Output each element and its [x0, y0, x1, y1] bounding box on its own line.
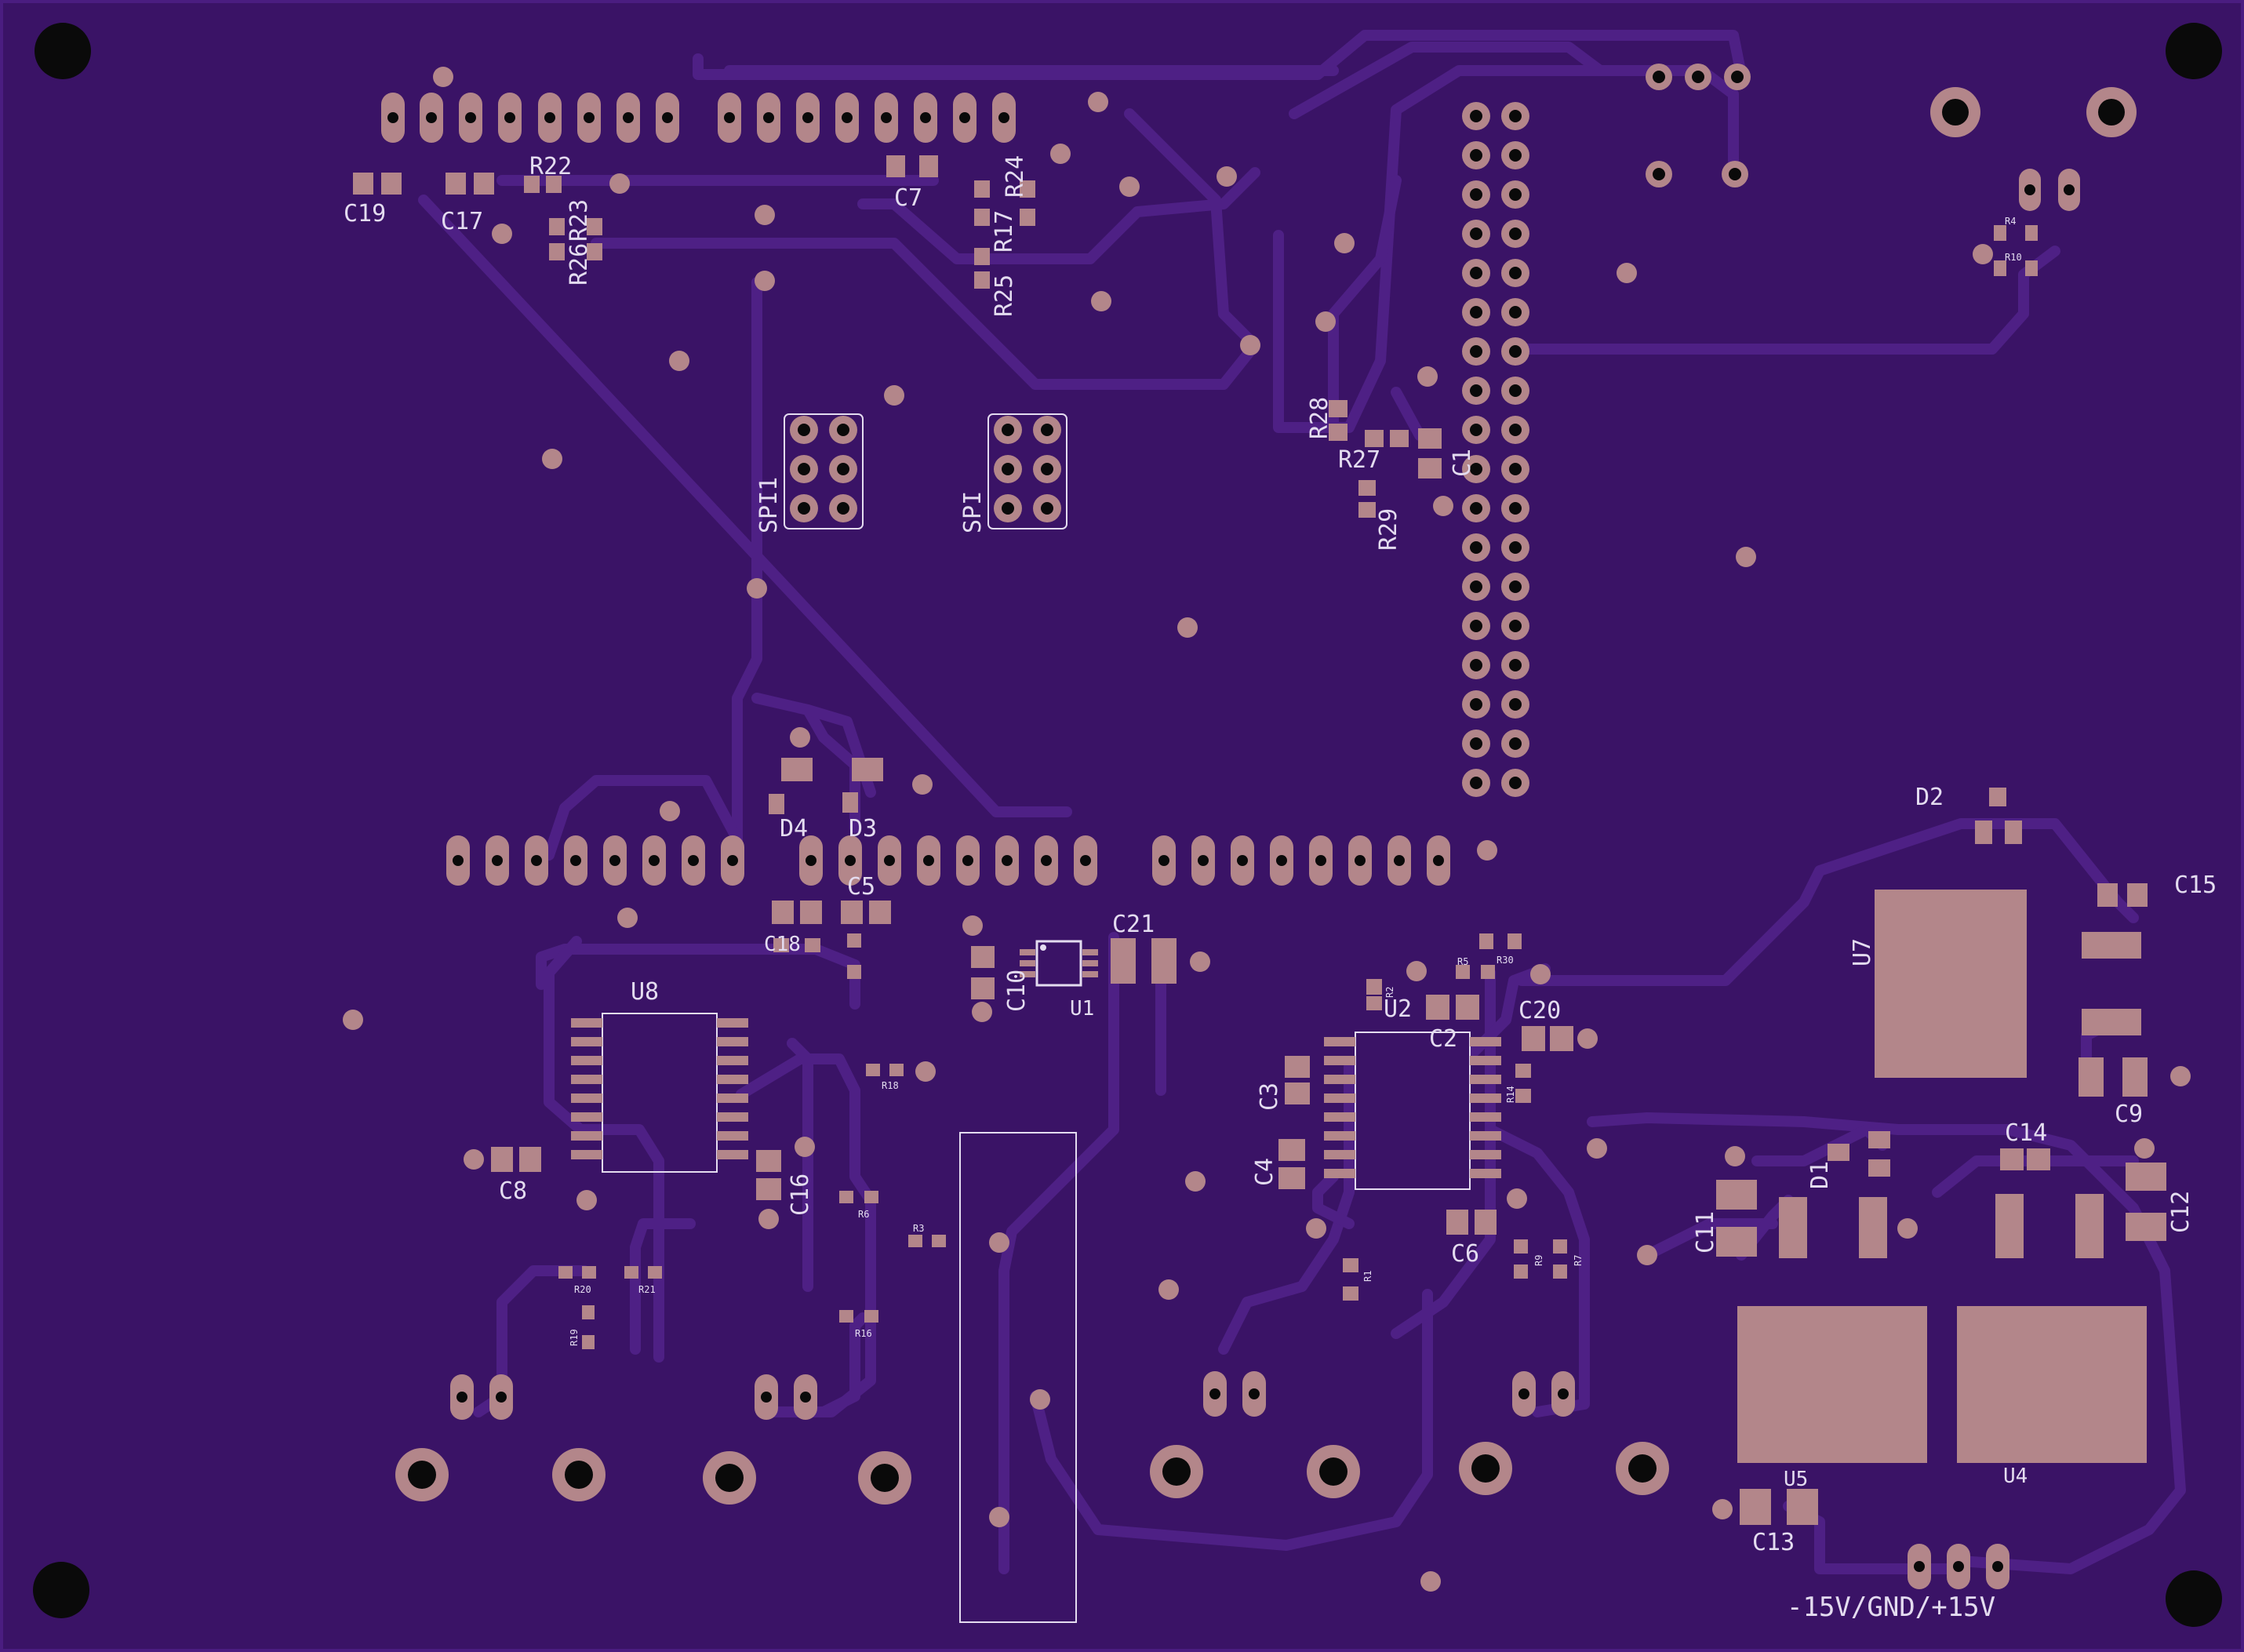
- label-d3: D3: [849, 815, 877, 842]
- label-u2: U2: [1384, 995, 1412, 1023]
- smd-pads: [353, 155, 2166, 1525]
- label-r17: R17: [991, 210, 1018, 253]
- label-power: -15V/GND/+15V: [1787, 1592, 1995, 1623]
- u5-pad: [1737, 1306, 1927, 1463]
- label-r16: R16: [855, 1328, 872, 1339]
- mounting-hole-tr: [2166, 23, 2222, 79]
- label-c18: C18: [764, 933, 801, 956]
- label-r29: R29: [1375, 508, 1402, 551]
- label-spi: SPI: [959, 491, 987, 533]
- power-modules: [1737, 890, 2147, 1463]
- label-c21: C21: [1112, 911, 1155, 938]
- label-c7: C7: [894, 184, 922, 212]
- label-r28: R28: [1306, 397, 1333, 439]
- label-c11: C11: [1692, 1211, 1719, 1254]
- label-d2: D2: [1915, 784, 1944, 811]
- mounting-hole-bl: [33, 1562, 89, 1618]
- mounting-hole-br: [2166, 1570, 2222, 1627]
- label-r4: R4: [2005, 216, 2016, 227]
- label-r3: R3: [913, 1223, 924, 1234]
- mounting-hole-tl: [35, 23, 91, 79]
- label-r22: R22: [529, 153, 572, 180]
- label-r18: R18: [882, 1080, 899, 1091]
- label-r25: R25: [991, 275, 1018, 317]
- label-u1: U1: [1070, 997, 1094, 1021]
- label-r9: R9: [1533, 1255, 1544, 1266]
- label-c12: C12: [2167, 1191, 2195, 1233]
- label-c20: C20: [1518, 997, 1561, 1024]
- header-2x18: [1462, 102, 1529, 797]
- u7-pad: [1875, 890, 2027, 1078]
- label-c1: C1: [1449, 449, 1476, 477]
- label-d1: D1: [1806, 1161, 1834, 1189]
- label-c19: C19: [344, 200, 386, 227]
- label-c13: C13: [1752, 1529, 1795, 1556]
- label-r19: R19: [569, 1329, 580, 1346]
- label-r20: R20: [574, 1284, 591, 1295]
- label-r5: R5: [1457, 956, 1468, 967]
- label-c6: C6: [1451, 1240, 1479, 1268]
- label-c9: C9: [2115, 1101, 2143, 1128]
- label-r6: R6: [858, 1209, 869, 1220]
- connector-3pin-top: [1646, 64, 2137, 211]
- label-r7: R7: [1573, 1255, 1584, 1266]
- label-r24: R24: [1002, 155, 1029, 198]
- ic-u8: [571, 1013, 748, 1173]
- silkscreen-labels: R22 C19 C17 R23 R26 C7 R24 R17 R25 SPI1 …: [344, 153, 2217, 1623]
- mounting-holes: [33, 23, 2222, 1627]
- relay-outline: [959, 1132, 1077, 1623]
- label-d4: D4: [780, 815, 808, 842]
- label-r26: R26: [566, 243, 593, 286]
- label-r10: R10: [2005, 252, 2022, 263]
- label-c5: C5: [847, 873, 875, 901]
- label-r30: R30: [1497, 955, 1514, 966]
- label-r21: R21: [638, 1284, 656, 1295]
- label-u5: U5: [1784, 1468, 1808, 1491]
- label-c14: C14: [2005, 1119, 2047, 1147]
- label-c17: C17: [441, 208, 483, 235]
- label-r1: R1: [1362, 1271, 1373, 1282]
- label-u8: U8: [631, 978, 659, 1006]
- terminals: [395, 1442, 1669, 1505]
- ic-u1: [1020, 940, 1098, 987]
- label-c16: C16: [787, 1174, 814, 1216]
- vias: [343, 67, 2191, 1592]
- label-c15: C15: [2174, 871, 2217, 899]
- label-c4: C4: [1251, 1158, 1278, 1186]
- label-c10: C10: [1003, 970, 1031, 1012]
- label-r23: R23: [566, 199, 593, 242]
- u4-pad: [1957, 1306, 2147, 1463]
- label-spi1: SPI1: [755, 477, 783, 533]
- label-r2: R2: [1384, 987, 1395, 998]
- spi-header: [987, 413, 1067, 529]
- label-u7: U7: [1849, 938, 1876, 966]
- label-c2: C2: [1429, 1025, 1457, 1053]
- label-u4: U4: [2003, 1465, 2028, 1488]
- label-c3: C3: [1256, 1083, 1283, 1111]
- label-c8: C8: [499, 1177, 527, 1205]
- label-r14: R14: [1505, 1086, 1516, 1103]
- spi1-header: [784, 413, 864, 529]
- ic-u2: [1324, 1032, 1501, 1190]
- label-r27: R27: [1338, 446, 1380, 474]
